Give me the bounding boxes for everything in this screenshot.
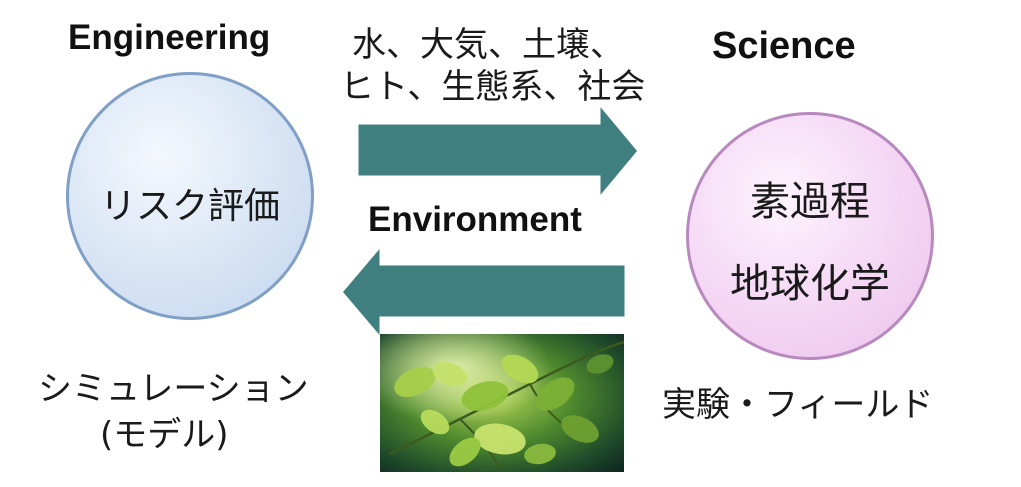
media-line-1: 水、大気、土壌、 (352, 25, 624, 65)
risk-assessment-text: リスク評価 (99, 186, 280, 227)
right-arrow (355, 98, 641, 204)
risk-assessment-circle: リスク評価 (66, 72, 314, 320)
left-arrow (339, 240, 628, 344)
field-experiment-label: 実験・フィールド (662, 385, 934, 425)
simulation-label-line-1: シミュレーション (38, 369, 309, 409)
environment-label: Environment (368, 200, 582, 239)
science-label: Science (712, 25, 856, 67)
science-circle: 素過程 地球化学 (686, 112, 934, 360)
engineering-label: Engineering (68, 18, 271, 57)
geochemistry-text: 地球化学 (730, 261, 890, 307)
simulation-label-line-2: (モデル) (100, 415, 229, 455)
green-leaves-photo-icon (380, 334, 624, 472)
media-line-2: ヒト、生態系、社会 (340, 67, 646, 107)
elementary-process-text: 素過程 (750, 179, 870, 225)
